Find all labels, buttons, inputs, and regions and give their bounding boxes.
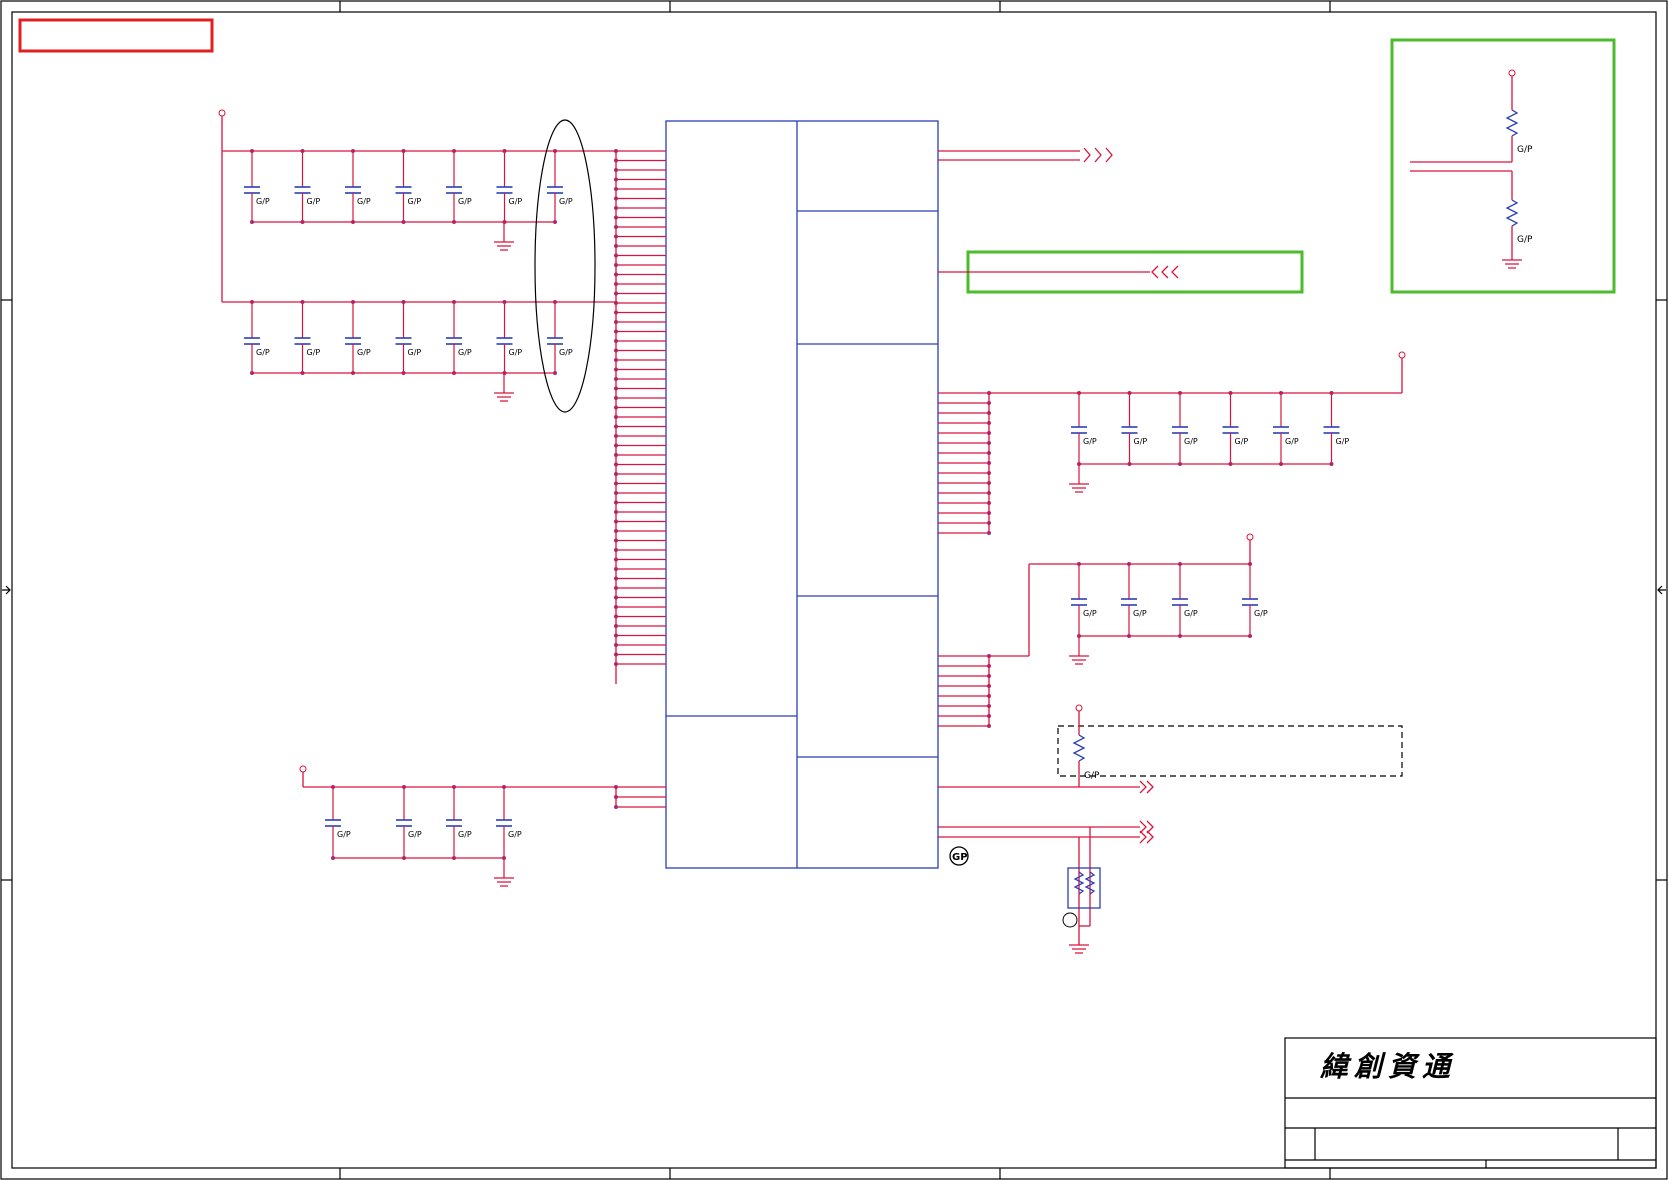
ground-symbol [1069, 483, 1089, 493]
differential-pair-output [938, 820, 1154, 954]
capacitor-label: G/P [1083, 609, 1097, 618]
capacitor-label: G/P [1134, 437, 1148, 446]
capacitor-bank: G/P G/P G/P G/P G/P G/P G/P [244, 149, 573, 251]
capacitor-label: G/P [357, 197, 371, 206]
svg-text:G/P: G/P [1517, 145, 1533, 155]
ground-symbol [494, 877, 514, 887]
power-rail-top [218, 109, 617, 684]
capacitor-label: G/P [357, 348, 371, 357]
svg-text:G/P: G/P [1517, 235, 1533, 245]
power-rail-right-1 [988, 351, 1406, 533]
capacitor-label: G/P [1184, 609, 1198, 618]
capacitor-label: G/P [458, 348, 472, 357]
ground-symbol [494, 392, 514, 402]
capacitor-label: G/P [256, 197, 270, 206]
capacitor-label: G/P [337, 830, 351, 839]
power-rail-bottom [299, 765, 617, 807]
highlight-box-green-right [1390, 38, 1616, 294]
ground-symbol [1069, 655, 1089, 665]
voltage-divider: G/P G/P [1410, 69, 1533, 269]
capacitor-label: G/P [1336, 437, 1350, 446]
capacitor-bank: G/P G/P G/P G/P [1069, 562, 1268, 665]
highlight-ellipse [534, 119, 596, 413]
pullup-resistor: G/P [938, 704, 1154, 794]
ic-body [665, 120, 939, 869]
capacitor-label: G/P [1235, 437, 1249, 446]
title-block [1284, 1037, 1657, 1169]
capacitor-label: G/P [1184, 437, 1198, 446]
capacitor-label: G/P [307, 197, 321, 206]
svg-text:G/P: G/P [1084, 771, 1100, 781]
capacitor-label: G/P [509, 197, 523, 206]
ground-symbol [494, 241, 514, 251]
capacitor-label: G/P [458, 197, 472, 206]
power-rail-right-2 [988, 533, 1254, 726]
capacitor-label: G/P [408, 830, 422, 839]
company-name: 緯創資通 [1320, 1050, 1457, 1083]
capacitor-label: G/P [508, 830, 522, 839]
capacitor-label: G/P [1285, 437, 1299, 446]
capacitor-bank: G/P G/P G/P G/P G/P G/P [1069, 391, 1350, 493]
ic-left-pins [614, 149, 666, 809]
capacitor-label: G/P [408, 348, 422, 357]
capacitor-bank: G/P G/P G/P G/P G/P G/P G/P [244, 300, 573, 402]
capacitor-bank: G/P G/P G/P G/P [325, 785, 522, 887]
capacitor-label: G/P [256, 348, 270, 357]
gp-mark: GP [949, 846, 969, 866]
capacitor-label: G/P [559, 348, 573, 357]
capacitor-label: G/P [509, 348, 523, 357]
capacitor-label: G/P [559, 197, 573, 206]
capacitor-label: G/P [1083, 437, 1097, 446]
ic-right-pins [938, 391, 991, 728]
svg-text:GP: GP [952, 852, 968, 863]
capacitor-label: G/P [458, 830, 472, 839]
capacitor-label: G/P [307, 348, 321, 357]
capacitor-label: G/P [1133, 609, 1147, 618]
capacitor-label: G/P [408, 197, 422, 206]
highlight-box-red [18, 18, 214, 53]
capacitor-label: G/P [1254, 609, 1268, 618]
output-signals-top [938, 147, 1179, 279]
dashed-box [1057, 725, 1403, 777]
